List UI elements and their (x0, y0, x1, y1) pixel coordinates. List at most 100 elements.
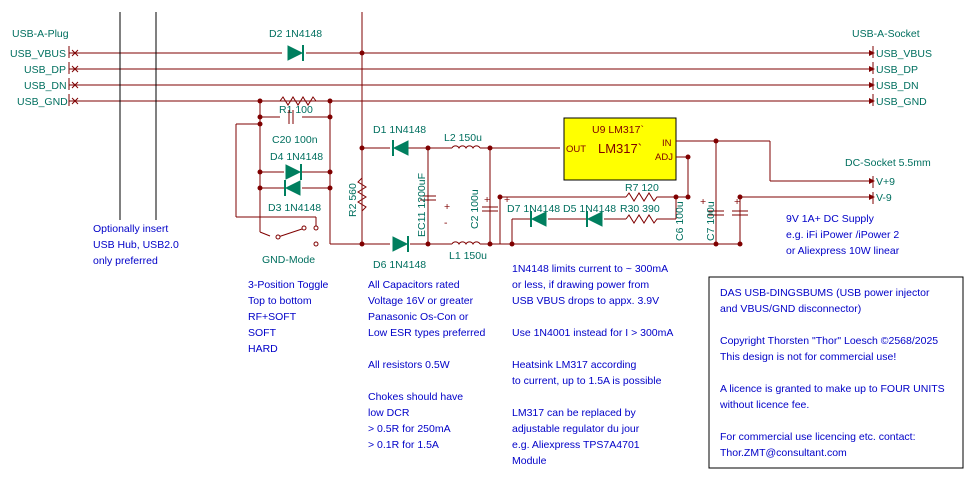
c2-label: C2 100u (469, 189, 481, 229)
plug-pin-dp: USB_DP (24, 64, 66, 76)
d5-label: D5 1N4148 (563, 203, 616, 215)
capacitor-c2 (482, 206, 498, 212)
d7-label: D7 1N4148 (507, 203, 560, 215)
input-junctions (359, 50, 493, 247)
usb-bus-wires (69, 52, 869, 102)
plug-pin-gnd: USB_GND (17, 96, 68, 108)
regulator-junctions (497, 138, 743, 247)
inductor-l2 (451, 145, 481, 150)
regulator-u9 (563, 117, 677, 181)
svg-text:All Capacitors rated: All Capacitors rated (368, 279, 460, 291)
d2-label: D2 1N4148 (269, 28, 322, 40)
diode-d7 (530, 211, 547, 227)
license-box (708, 276, 964, 469)
svg-text:Thor.ZMT@consultant.com: Thor.ZMT@consultant.com (720, 447, 847, 459)
l2-label: L2 150u (444, 132, 482, 144)
plug-title: USB-A-Plug (12, 28, 69, 40)
svg-text:e.g. iFi iPower /iPower 2: e.g. iFi iPower /iPower 2 (786, 229, 899, 241)
r1-label: R1 100 (279, 104, 313, 116)
svg-text:or Aliexpress 10W linear: or Aliexpress 10W linear (786, 245, 900, 257)
svg-text:Use 1N4001 instead for I > 300: Use 1N4001 instead for I > 300mA (512, 327, 673, 339)
capacitor-ec11 (420, 195, 436, 201)
socket-arrows (869, 50, 875, 200)
svg-text:Module: Module (512, 455, 547, 467)
svg-text:Voltage 16V or greater: Voltage 16V or greater (368, 295, 474, 307)
svg-text:For commercial use licencing e: For commercial use licencing etc. contac… (720, 431, 916, 443)
svg-text:> 0.1R for 1.5A: > 0.1R for 1.5A (368, 439, 439, 451)
diode-d2 (287, 45, 304, 61)
svg-text:Heatsink LM317 according: Heatsink LM317 according (512, 359, 636, 371)
d4-label: D4 1N4148 (270, 151, 323, 163)
note-dc-supply: 9V 1A+ DC Supply e.g. iFi iPower /iPower… (786, 213, 900, 257)
svg-text:This design is not for commerc: This design is not for commercial use! (720, 351, 896, 363)
svg-text:RF+SOFT: RF+SOFT (248, 311, 297, 323)
socket-pin-vbus: USB_VBUS (876, 48, 932, 60)
diode-d5 (586, 211, 603, 227)
note-limits: 1N4148 limits current to ~ 300mA or less… (512, 263, 673, 467)
u9-pin-in: IN (662, 138, 672, 149)
svg-text:HARD: HARD (248, 343, 278, 355)
l1-label: L1 150u (449, 250, 487, 262)
c7-label: C7 100u (705, 201, 717, 241)
r7-label: R7 120 (625, 182, 659, 194)
svg-text:low DCR: low DCR (368, 407, 410, 419)
svg-text:3-Position Toggle: 3-Position Toggle (248, 279, 329, 291)
svg-text:LM317 can be replaced by: LM317 can be replaced by (512, 407, 636, 419)
u9-pin-out: OUT (566, 144, 586, 155)
svg-text:A licence is granted to make u: A licence is granted to make up to FOUR … (720, 383, 945, 395)
svg-text:+: + (484, 194, 490, 206)
svg-text:Top to bottom: Top to bottom (248, 295, 312, 307)
svg-text:only preferred: only preferred (93, 255, 158, 267)
socket-pin-gnd: USB_GND (876, 96, 927, 108)
dc-socket-pin-neg: V-9 (876, 192, 892, 204)
svg-text:or less, if drawing power from: or less, if drawing power from (512, 279, 649, 291)
plug-cross-marks (71, 49, 79, 105)
gnd-mode-label: GND-Mode (262, 254, 315, 266)
svg-text:without licence fee.: without licence fee. (719, 399, 809, 411)
svg-text:USB Hub, USB2.0: USB Hub, USB2.0 (93, 239, 179, 251)
hub-insert-markers (119, 12, 157, 220)
svg-text:+: + (444, 201, 450, 213)
input-wires (361, 12, 740, 245)
ec11-label: EC11 1200uF (416, 173, 428, 237)
polarity-marks: + - + + + + (444, 194, 740, 229)
diode-d6 (392, 236, 409, 252)
resistor-r1 (279, 96, 317, 106)
r30-label: R30 390 (620, 203, 660, 215)
svg-text:+: + (504, 194, 510, 206)
svg-text:DAS USB-DINGSBUMS (USB power i: DAS USB-DINGSBUMS (USB power injector (720, 287, 930, 299)
plug-pin-vbus: USB_VBUS (10, 48, 66, 60)
regulator-wires (499, 140, 869, 244)
resistor-r7 (625, 192, 660, 202)
note-hub: Optionally insert USB Hub, USB2.0 only p… (93, 223, 179, 267)
capacitor-c7 (732, 210, 748, 216)
u9-name: LM317` (598, 141, 642, 156)
gnd-mode-switch (275, 217, 319, 247)
svg-text:Chokes should have: Chokes should have (368, 391, 463, 403)
svg-text:to current, up to 1.5A is poss: to current, up to 1.5A is possible (512, 375, 662, 387)
resistor-r2 (357, 177, 367, 212)
r2-label: R2 560 (347, 183, 359, 217)
svg-text:1N4148 limits current to ~ 300: 1N4148 limits current to ~ 300mA (512, 263, 668, 275)
svg-text:Optionally insert: Optionally insert (93, 223, 168, 235)
socket-pins: USB_VBUS USB_DP USB_DN USB_GND (876, 48, 932, 108)
note-toggle: 3-Position Toggle Top to bottom RF+SOFT … (248, 279, 329, 355)
svg-text:and VBUS/GND disconnector): and VBUS/GND disconnector) (720, 303, 861, 315)
svg-text:USB VBUS drops to appx. 3.9V: USB VBUS drops to appx. 3.9V (512, 295, 659, 307)
socket-pin-dp: USB_DP (876, 64, 918, 76)
dc-socket-title: DC-Socket 5.5mm (845, 157, 931, 169)
diode-d3 (284, 180, 301, 196)
diode-d1 (392, 140, 409, 156)
svg-text:All resistors 0.5W: All resistors 0.5W (368, 359, 450, 371)
inductor-l1 (451, 241, 481, 246)
svg-text:> 0.5R for 250mA: > 0.5R for 250mA (368, 423, 451, 435)
svg-text:SOFT: SOFT (248, 327, 277, 339)
gnd-junctions (257, 98, 333, 191)
plug-pin-stubs (68, 46, 874, 204)
svg-text:Copyright Thorsten "Thor" Loes: Copyright Thorsten "Thor" Loesch ©2568/2… (720, 335, 938, 347)
d6-label: D6 1N4148 (373, 259, 426, 271)
d1-label: D1 1N4148 (373, 124, 426, 136)
plug-pin-dn: USB_DN (24, 80, 67, 92)
svg-text:9V 1A+ DC Supply: 9V 1A+ DC Supply (786, 213, 875, 225)
